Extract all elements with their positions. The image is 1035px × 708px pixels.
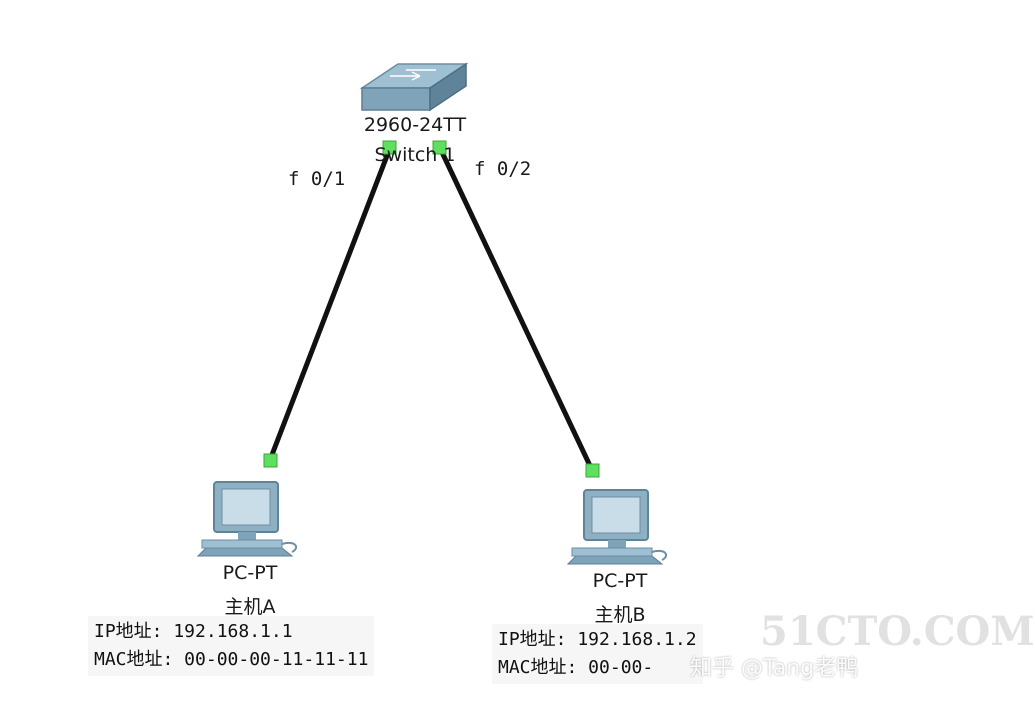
- pc-icon-host-b[interactable]: [566, 489, 668, 565]
- host-b-name-label: 主机B: [594, 604, 646, 626]
- host-a-name-label: 主机A: [224, 596, 276, 618]
- zhihu-watermark: 知乎 @Tang老鸭: [690, 656, 859, 681]
- host-b-info-box: IP地址: 192.168.1.2 MAC地址: 00-00-: [492, 624, 703, 684]
- switch-name-label: Switch 1: [374, 144, 456, 166]
- port-led-host-a: [263, 453, 278, 468]
- host-b-mac: MAC地址: 00-00-: [498, 657, 654, 678]
- switch-icon[interactable]: [359, 62, 469, 112]
- host-a-info-box: IP地址: 192.168.1.1 MAC地址: 00-00-00-11-11-…: [88, 616, 375, 676]
- switch-model-label: 2960-24TT: [363, 114, 467, 136]
- host-a-ip: IP地址: 192.168.1.1: [94, 621, 293, 642]
- background-watermark: 51CTO.COM: [760, 608, 1035, 655]
- host-b-type-label: PC-PT: [592, 570, 648, 592]
- topology-canvas: 2960-24TT Switch 1 f 0/1 f 0/2 PC-PT 主机A…: [88, 62, 1035, 684]
- host-a-mac: MAC地址: 00-00-00-11-11-11: [94, 649, 369, 670]
- link-switch-to-host-a: [267, 147, 393, 461]
- port-led-f0-2: [432, 140, 447, 155]
- port-led-f0-1: [382, 140, 397, 155]
- host-b-ip: IP地址: 192.168.1.2: [498, 629, 697, 650]
- host-a-type-label: PC-PT: [222, 562, 278, 584]
- port-label-f0-2: f 0/2: [474, 158, 532, 180]
- port-led-host-b: [585, 463, 600, 478]
- topology-svg: [196, 62, 668, 565]
- link-switch-to-host-b: [437, 146, 595, 472]
- port-label-f0-1: f 0/1: [288, 168, 346, 190]
- pc-icon-host-a[interactable]: [196, 481, 298, 557]
